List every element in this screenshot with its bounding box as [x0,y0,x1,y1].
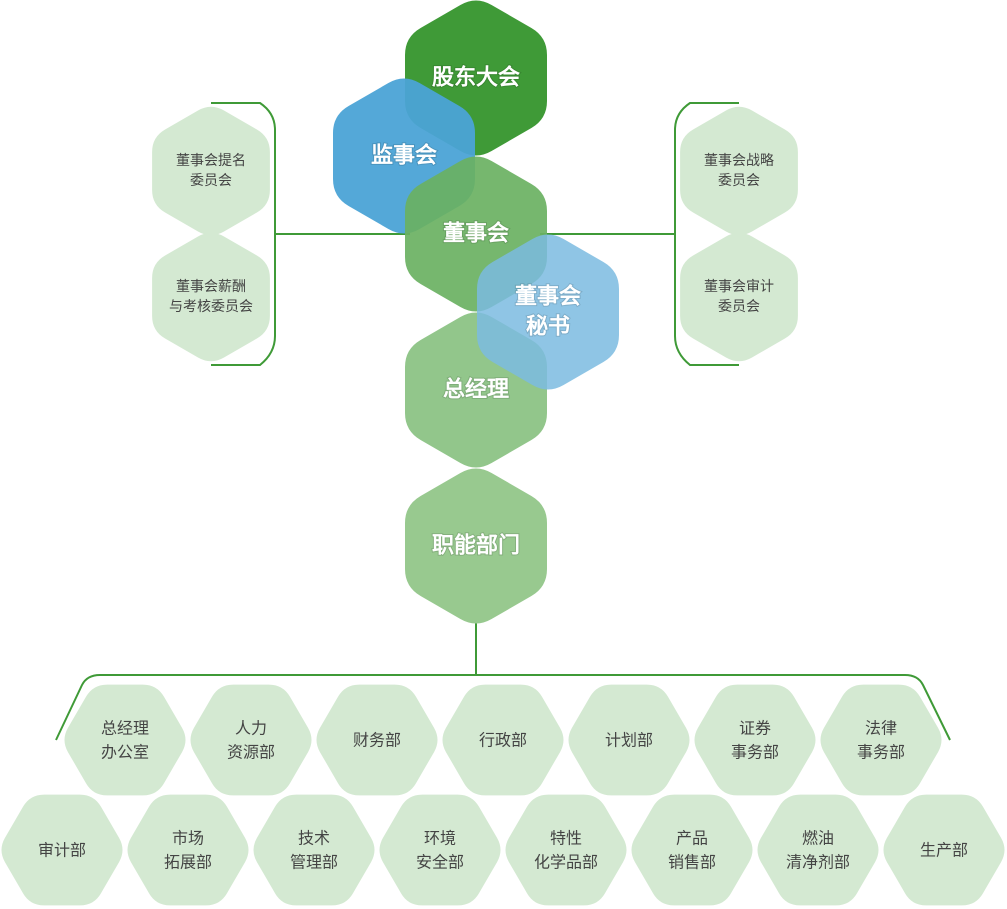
node-supervisory-board-label: 监事会 [371,143,437,169]
node-board-of-directors-label: 董事会 [443,221,509,247]
right-committee-0-shape [680,106,798,236]
department-row2-7-label: 生产部 [920,841,968,860]
node-shareholders-meeting-label: 股东大会 [432,65,520,91]
department-row1-6-label: 事务部 [857,743,905,762]
department-row2-5-shape [631,794,753,906]
department-row1-3-label: 行政部 [479,731,527,750]
department-row2-3-label: 环境 [424,829,456,848]
department-row1-4: 计划部 [568,684,690,796]
department-row1-5-shape [694,684,816,796]
node-board-secretary-shape [477,234,619,390]
right-committee-1-label: 董事会审计 [704,279,774,295]
department-row2-5-label: 产品 [676,829,708,848]
right-committee-0-label: 委员会 [718,173,760,189]
right-committee-1-label: 委员会 [718,299,760,315]
left-committee-0-shape [152,106,270,236]
department-row1-4-shape [568,684,690,796]
department-row2-1-shape [127,794,249,906]
left-committee-1-shape [152,232,270,362]
department-row1-2-label: 财务部 [353,731,401,750]
node-general-manager-label: 总经理 [443,377,509,403]
node-board-secretary-label: 董事会 [515,284,581,310]
department-row1-2: 财务部 [316,684,438,796]
department-row2-0-label: 审计部 [38,841,86,860]
department-row2-4-shape [505,794,627,906]
department-row2-5-label: 销售部 [668,853,716,872]
department-row1-0-label: 办公室 [101,743,149,762]
department-row2-0-shape [1,794,123,906]
node-functional-departments-label: 职能部门 [432,533,520,559]
department-row2-2-shape [253,794,375,906]
left-committee-1-label: 与考核委员会 [169,299,253,315]
department-row2-4-label: 特性 [550,829,582,848]
department-row2-3-shape [379,794,501,906]
department-row1-1-label: 资源部 [227,743,275,762]
department-row1-6-label: 法律 [865,719,897,738]
department-row2-0: 审计部 [1,794,123,906]
department-row2-6-shape [757,794,879,906]
department-row2-7: 生产部 [883,794,1005,906]
department-row2-1-label: 市场 [172,829,204,848]
left-committee-0-label: 董事会提名 [176,153,246,169]
department-row2-1-label: 拓展部 [164,853,212,872]
department-row2-7-shape [883,794,1005,906]
department-row1-0-shape [64,684,186,796]
department-row1-5-label: 事务部 [731,743,779,762]
department-row1-3: 行政部 [442,684,564,796]
right-committee-1-shape [680,232,798,362]
department-row2-2-label: 管理部 [290,853,338,872]
department-row1-1-label: 人力 [235,719,267,738]
connector-lines [55,102,951,741]
department-row2-6-label: 清净剂部 [786,853,850,872]
node-functional-departments-shape [405,468,547,624]
department-row1-1-shape [190,684,312,796]
department-row1-2-shape [316,684,438,796]
department-row2-3-label: 安全部 [416,853,464,872]
department-row2-6-label: 燃油 [802,829,834,848]
department-row1-5-label: 证券 [739,719,771,738]
department-row1-4-label: 计划部 [605,731,653,750]
department-row2-2-label: 技术 [298,829,330,848]
department-row1-0-label: 总经理 [101,719,149,738]
node-board-secretary-label: 秘书 [526,314,570,340]
left-committee-1-label: 董事会薪酬 [176,279,246,295]
left-committee-0-label: 委员会 [190,173,232,189]
node-functional-departments: 职能部门 [405,468,547,624]
right-committee-0-label: 董事会战略 [704,153,774,169]
department-bracket-line [55,674,951,741]
department-row1-6-shape [820,684,942,796]
department-row2-4-label: 化学品部 [534,853,598,872]
department-row1-3-shape [442,684,564,796]
